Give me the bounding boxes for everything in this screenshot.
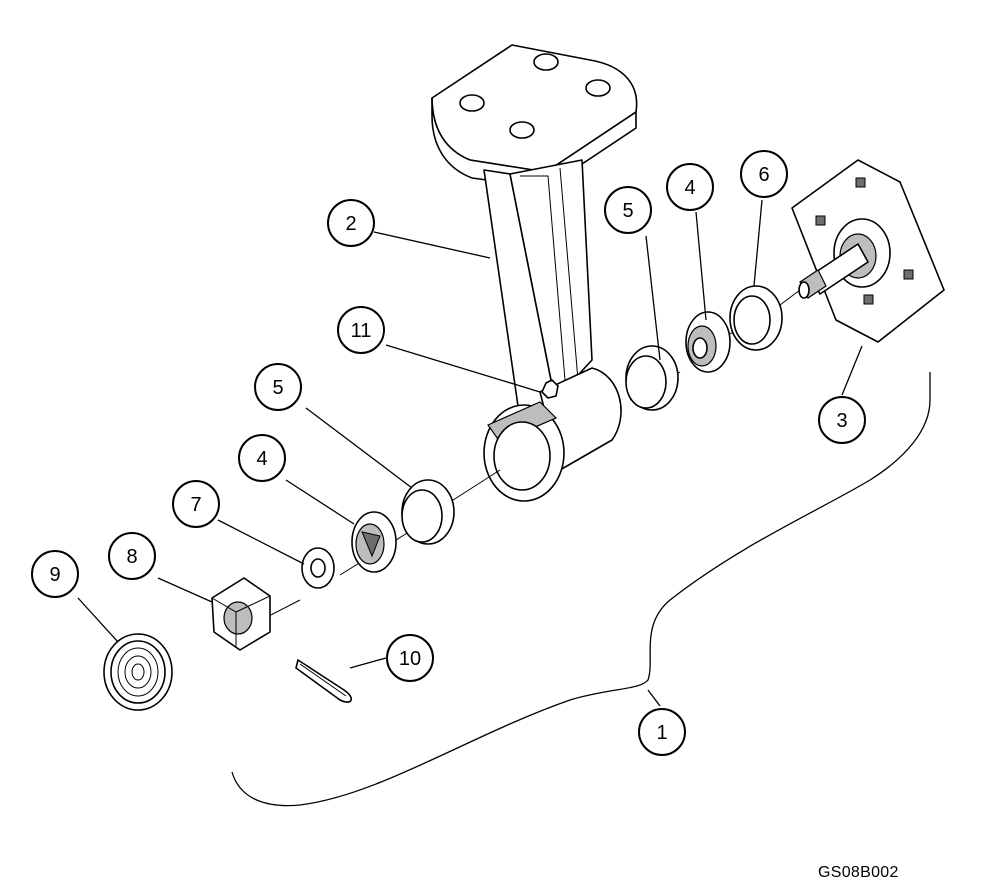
callout-4-inner-label: 4 xyxy=(684,177,695,199)
drawing-number: GS08B002 xyxy=(818,864,899,881)
castle-nut xyxy=(211,577,271,651)
callout-10-label: 10 xyxy=(399,648,421,670)
callout-4-outer-label: 4 xyxy=(256,448,267,470)
bearing-cone-inner xyxy=(685,311,731,373)
callout-5-outer-label: 5 xyxy=(272,377,283,399)
callout-1: 1 xyxy=(638,708,686,756)
flat-washer xyxy=(301,547,335,589)
callout-6-label: 6 xyxy=(758,164,769,186)
callout-8-label: 8 xyxy=(126,546,137,568)
cotter-pin xyxy=(295,659,352,703)
callout-2-label: 2 xyxy=(345,213,356,235)
bearing-cup-inner xyxy=(625,345,679,411)
callout-5-inner: 5 xyxy=(604,186,652,234)
callout-3-label: 3 xyxy=(836,410,847,432)
leader-lines xyxy=(77,199,863,707)
grease-seal xyxy=(729,285,783,351)
callout-9: 9 xyxy=(31,550,79,598)
callout-8: 8 xyxy=(108,532,156,580)
callout-11-label: 11 xyxy=(351,320,372,342)
callout-9-label: 9 xyxy=(49,564,60,586)
callout-4-inner: 4 xyxy=(666,163,714,211)
callout-2: 2 xyxy=(327,199,375,247)
callout-1-label: 1 xyxy=(656,722,667,744)
spindle-plate xyxy=(791,159,945,343)
bearing-cup-outer xyxy=(401,479,455,545)
callout-3: 3 xyxy=(818,396,866,444)
callout-11: 11 xyxy=(337,306,385,354)
callout-6: 6 xyxy=(740,150,788,198)
callout-10: 10 xyxy=(386,634,434,682)
axle-arm xyxy=(431,44,638,502)
bearing-cone-outer xyxy=(351,511,397,573)
dust-cap xyxy=(103,633,173,711)
callout-4-outer: 4 xyxy=(238,434,286,482)
callout-5-inner-label: 5 xyxy=(622,200,633,222)
assembly-bracket xyxy=(231,372,931,807)
callout-7: 7 xyxy=(172,480,220,528)
callout-5-outer: 5 xyxy=(254,363,302,411)
callout-7-label: 7 xyxy=(190,494,201,516)
